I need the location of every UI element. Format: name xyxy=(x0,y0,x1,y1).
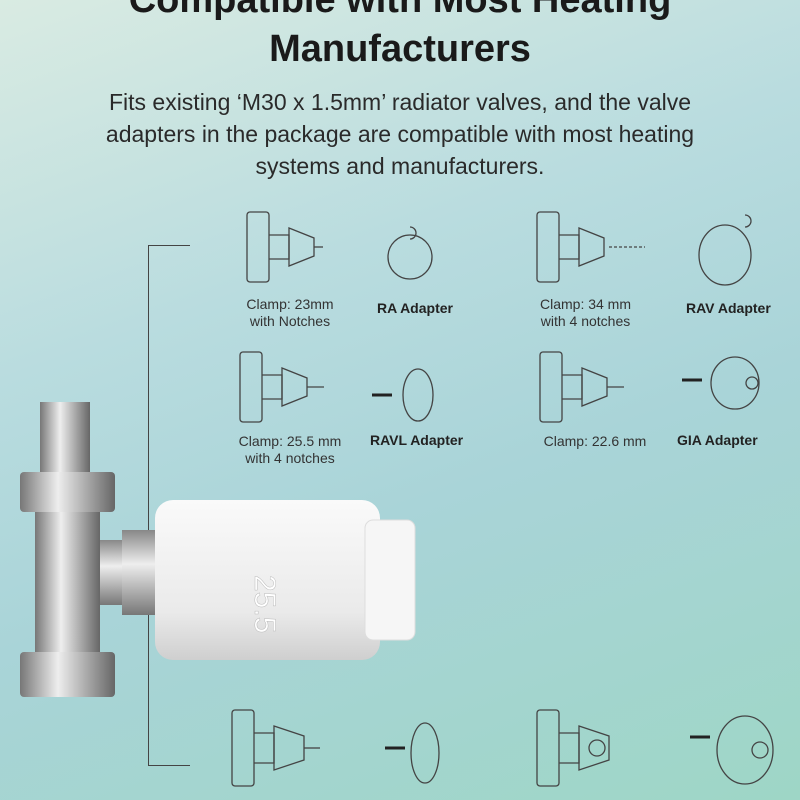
adapter-drawing-icon xyxy=(698,214,752,286)
valve-drawing-icon xyxy=(239,351,324,423)
thermostat-display: 25.5 xyxy=(248,575,281,633)
clamp-label: Clamp: 25.5 mm with 4 notches xyxy=(238,433,342,466)
bracket-tick xyxy=(148,245,190,246)
adapter-label: GIA Adapter xyxy=(677,432,758,448)
valve-drawing-icon xyxy=(231,709,320,787)
valve-drawing-icon xyxy=(539,351,624,423)
valve-drawing-icon xyxy=(536,211,645,283)
valve-drawing-icon xyxy=(246,211,323,283)
headline-line2: Manufacturers xyxy=(269,28,531,70)
adapter-label: RAV Adapter xyxy=(686,300,771,316)
headline-line1: Compatible with Most Heating xyxy=(128,0,672,21)
valve-drawing-icon xyxy=(536,709,610,787)
adapter-drawing-icon xyxy=(385,722,440,784)
thermostat-product-image: 25.5 xyxy=(20,402,416,697)
adapter-label: RAVL Adapter xyxy=(370,432,464,448)
bracket-line xyxy=(148,245,190,765)
adapter-drawing-icon xyxy=(690,715,774,785)
adapter-label: RA Adapter xyxy=(377,300,453,316)
description: Fits existing ‘M30 x 1.5mm’ radiator val… xyxy=(105,89,695,179)
clamp-label: Clamp: 23mm with Notches xyxy=(246,296,334,329)
adapter-drawing-icon xyxy=(387,226,433,280)
clamp-label: Clamp: 34 mm with 4 notches xyxy=(539,296,632,329)
adapter-drawing-icon xyxy=(372,368,434,422)
clamp-label: Clamp: 22.6 mm xyxy=(543,433,647,449)
adapter-drawing-icon xyxy=(682,356,760,410)
bracket-tick xyxy=(148,765,190,766)
